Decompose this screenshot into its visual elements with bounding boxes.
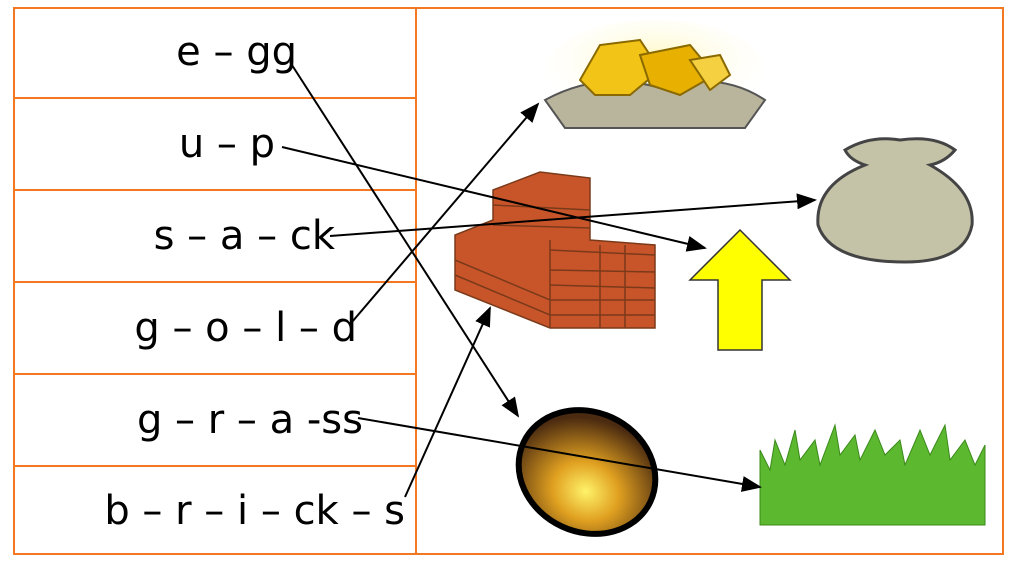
match-line-gold bbox=[351, 102, 540, 323]
word-row-egg: e – gg bbox=[13, 7, 417, 99]
match-line-up bbox=[281, 146, 707, 252]
word-row-up: u – p bbox=[13, 99, 417, 191]
match-line-bricks bbox=[404, 306, 491, 498]
word-label: g – r – a -ss bbox=[136, 397, 363, 443]
word-label: s – a – ck bbox=[153, 213, 335, 259]
word-label: u – p bbox=[178, 121, 275, 167]
bricks-picture bbox=[454, 171, 656, 329]
word-row-grass: g – r – a -ss bbox=[13, 375, 417, 467]
word-column: e – gg u – p s – a – ck g – o – l – d g … bbox=[13, 7, 417, 555]
word-label: b – r – i – ck – s bbox=[104, 488, 405, 534]
match-line-sack bbox=[329, 193, 817, 237]
word-label: g – o – l – d bbox=[134, 305, 357, 351]
up-arrow-picture bbox=[688, 228, 792, 351]
word-row-sack: s – a – ck bbox=[13, 191, 417, 283]
sack-picture bbox=[816, 137, 974, 264]
word-row-gold: g – o – l – d bbox=[13, 283, 417, 375]
egg-picture bbox=[515, 407, 659, 537]
grass-picture bbox=[759, 423, 986, 526]
word-label: e – gg bbox=[176, 29, 297, 75]
word-row-bricks: b – r – i – ck – s bbox=[13, 467, 417, 555]
gold-picture bbox=[543, 20, 767, 129]
match-line-egg bbox=[289, 61, 520, 418]
match-line-grass bbox=[357, 417, 762, 492]
